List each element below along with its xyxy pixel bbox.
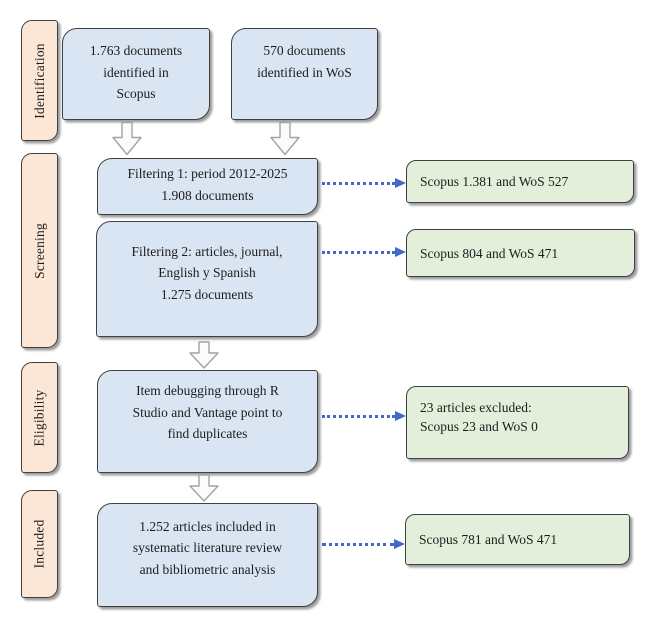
stage-label-text: Eligibility [31, 389, 47, 446]
down-arrow-icon [270, 121, 300, 156]
process-box-filtering-1: Filtering 1: period 2012-2025 1.908 docu… [97, 158, 318, 215]
dotted-arrow-icon [322, 178, 406, 188]
dotted-arrow-icon [322, 411, 406, 421]
process-box-wos-identified: 570 documents identified in WoS [231, 28, 378, 120]
result-box-included: Scopus 781 and WoS 471 [405, 514, 630, 565]
dotted-arrow-icon [322, 539, 405, 549]
stage-label-screening: Screening [21, 153, 58, 348]
stage-label-eligibility: Eligibility [21, 362, 58, 473]
dotted-arrow-icon [322, 247, 406, 257]
result-box-excluded: 23 articles excluded: Scopus 23 and WoS … [406, 386, 629, 459]
stage-label-identification: Identification [21, 20, 58, 141]
result-box-filtering-1: Scopus 1.381 and WoS 527 [406, 160, 634, 203]
stage-label-text: Included [31, 519, 47, 569]
down-arrow-icon [112, 121, 142, 156]
process-box-debugging: Item debugging through R Studio and Vant… [97, 370, 318, 473]
stage-label-included: Included [21, 490, 58, 598]
stage-label-text: Identification [31, 42, 47, 119]
process-box-filtering-2: Filtering 2: articles, journal, English … [96, 221, 318, 337]
stage-label-text: Screening [31, 222, 47, 279]
down-arrow-icon [189, 474, 219, 502]
process-box-scopus-identified: 1.763 documents identified in Scopus [62, 28, 210, 120]
down-arrow-icon [189, 341, 219, 369]
process-box-included-articles: 1.252 articles included in systematic li… [97, 503, 318, 607]
result-box-filtering-2: Scopus 804 and WoS 471 [406, 229, 635, 277]
